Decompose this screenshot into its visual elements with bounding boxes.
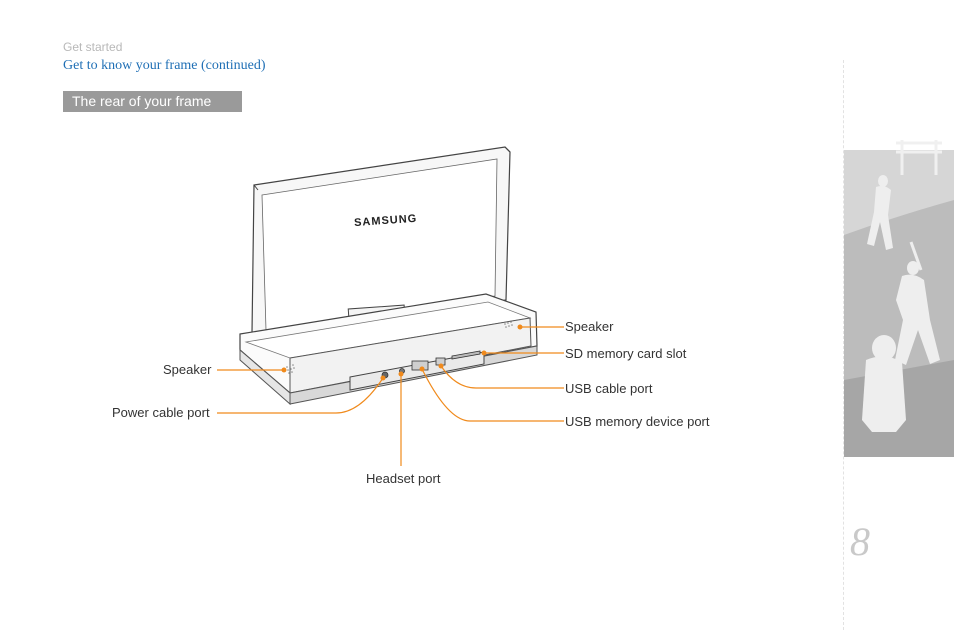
callout-usb-cable-port: USB cable port (565, 381, 653, 396)
screen-panel (251, 146, 511, 339)
samsung-logo: SAMSUNG (354, 213, 418, 229)
right-margin-panel (843, 60, 954, 630)
breadcrumb: Get started (63, 40, 123, 54)
callout-leaders (217, 326, 564, 466)
callout-sd-card-slot: SD memory card slot (565, 346, 687, 361)
page-title: Get to know your frame (continued) (63, 58, 266, 73)
page-number: 8 (850, 519, 870, 564)
callout-power-cable-port: Power cable port (112, 405, 210, 420)
section-heading: The rear of your frame (63, 91, 242, 112)
callout-dots (281, 324, 523, 381)
callout-usb-memory-port: USB memory device port (565, 414, 710, 429)
callout-speaker-left: Speaker (163, 362, 212, 377)
callout-speaker-right: Speaker (565, 319, 614, 334)
decorative-sports-art (844, 140, 954, 457)
callout-headset-port: Headset port (366, 471, 441, 486)
base-stand (239, 293, 538, 406)
